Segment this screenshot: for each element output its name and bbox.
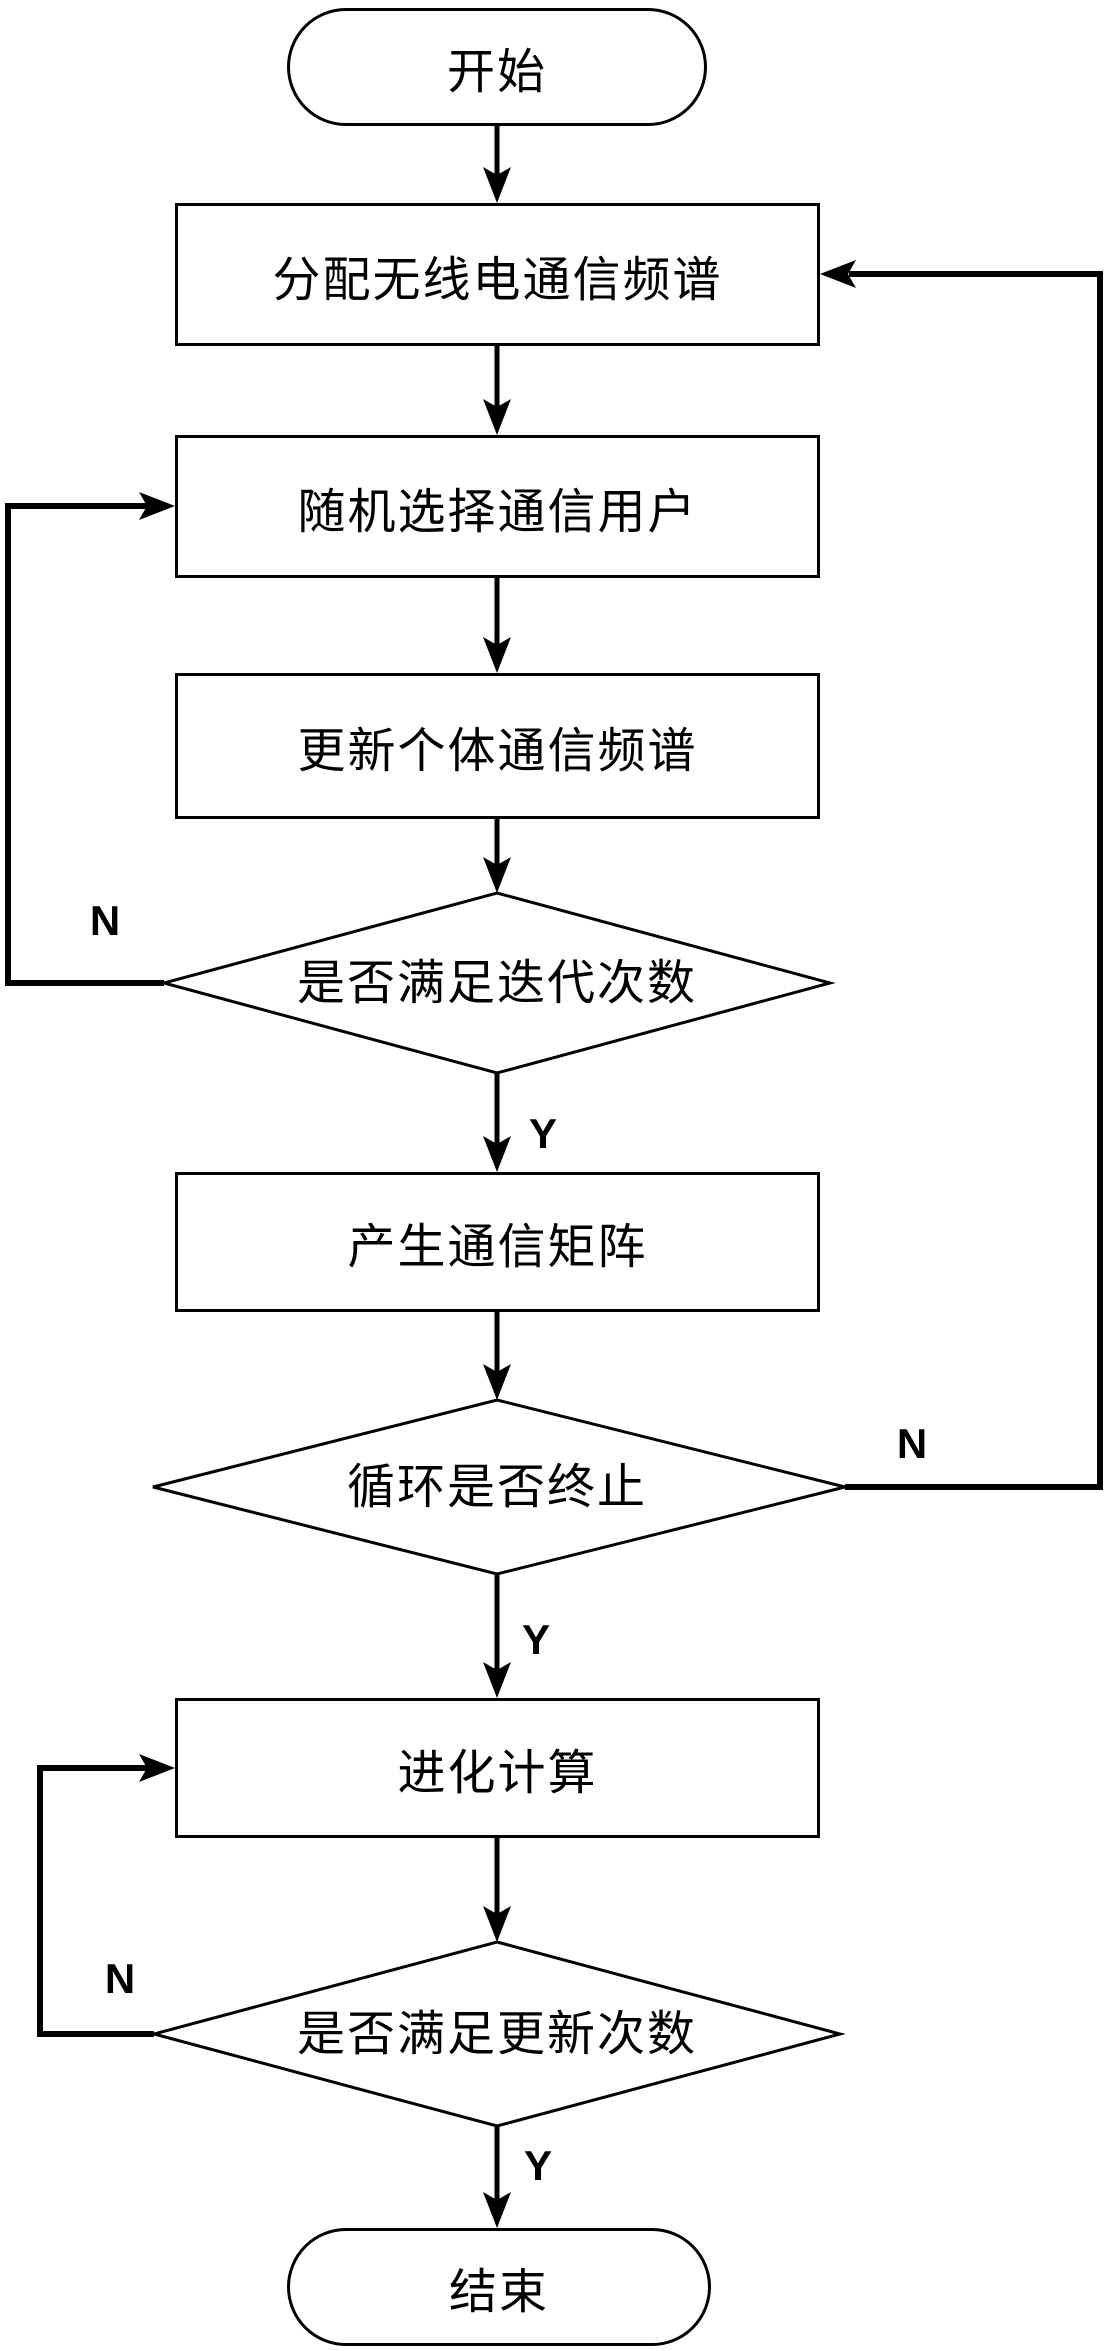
evolution-node: 进化计算 <box>175 1698 820 1838</box>
branch-label-update-y: Y <box>523 2142 552 2189</box>
branch-label-loop-n: N <box>896 1420 928 1467</box>
branch-label-iteration-n: N <box>89 897 121 944</box>
generate-matrix-node: 产生通信矩阵 <box>175 1172 820 1312</box>
select-user-node: 随机选择通信用户 <box>175 435 820 578</box>
arrowhead-down-icon <box>483 1662 511 1698</box>
edge-select-to-update <box>483 578 511 673</box>
edge-iteration-no-loop <box>5 492 175 986</box>
arrowhead-down-icon <box>483 2192 511 2228</box>
edge-loop-no-loop <box>820 260 1103 1490</box>
arrowhead-down-icon <box>483 167 511 203</box>
arrowhead-right-icon <box>139 1754 175 1782</box>
end-label: 结束 <box>448 2266 549 2319</box>
arrowhead-left-icon <box>820 260 856 288</box>
branch-label-update-n: N <box>104 1955 136 2002</box>
loop-end-check-diamond <box>152 1398 846 1576</box>
edge-iteration-yes <box>483 1073 511 1172</box>
evolution-label: 进化计算 <box>397 1747 598 1800</box>
arrowhead-down-icon <box>483 1906 511 1942</box>
edge-loop-yes <box>483 1574 511 1698</box>
start-label: 开始 <box>446 46 547 99</box>
update-spectrum-node: 更新个体通信频谱 <box>175 673 820 819</box>
arrowhead-down-icon <box>483 1136 511 1172</box>
arrowhead-down-icon <box>483 857 511 893</box>
arrowhead-down-icon <box>483 637 511 673</box>
update-check-diamond <box>148 1940 846 2128</box>
edge-evolution-to-update-check <box>483 1838 511 1942</box>
arrowhead-down-icon <box>483 1364 511 1400</box>
update-check-label: 是否满足更新次数 <box>296 2008 697 2061</box>
loop-end-check-label: 循环是否终止 <box>346 1461 647 1514</box>
edge-update-no-loop <box>37 1754 175 2037</box>
iteration-check-diamond <box>158 891 836 1075</box>
allocate-spectrum-node: 分配无线电通信频谱 <box>175 203 820 346</box>
allocate-spectrum-label: 分配无线电通信频谱 <box>272 253 723 307</box>
end-node: 结束 <box>287 2228 711 2346</box>
edge-update-to-iteration <box>483 819 511 893</box>
branch-label-iteration-y: Y <box>528 1110 557 1157</box>
edge-allocate-to-select <box>483 346 511 435</box>
iteration-check-label: 是否满足迭代次数 <box>296 957 697 1010</box>
generate-matrix-label: 产生通信矩阵 <box>347 1221 648 1274</box>
arrowhead-right-icon <box>139 492 175 520</box>
start-node: 开始 <box>287 8 707 126</box>
update-spectrum-label: 更新个体通信频谱 <box>297 725 698 778</box>
arrowhead-down-icon <box>483 399 511 435</box>
branch-label-loop-y: Y <box>521 1616 550 1663</box>
edge-update-yes <box>483 2126 511 2228</box>
select-user-label: 随机选择通信用户 <box>297 485 698 539</box>
edge-matrix-to-loop <box>483 1312 511 1400</box>
edge-start-to-allocate <box>483 126 511 203</box>
